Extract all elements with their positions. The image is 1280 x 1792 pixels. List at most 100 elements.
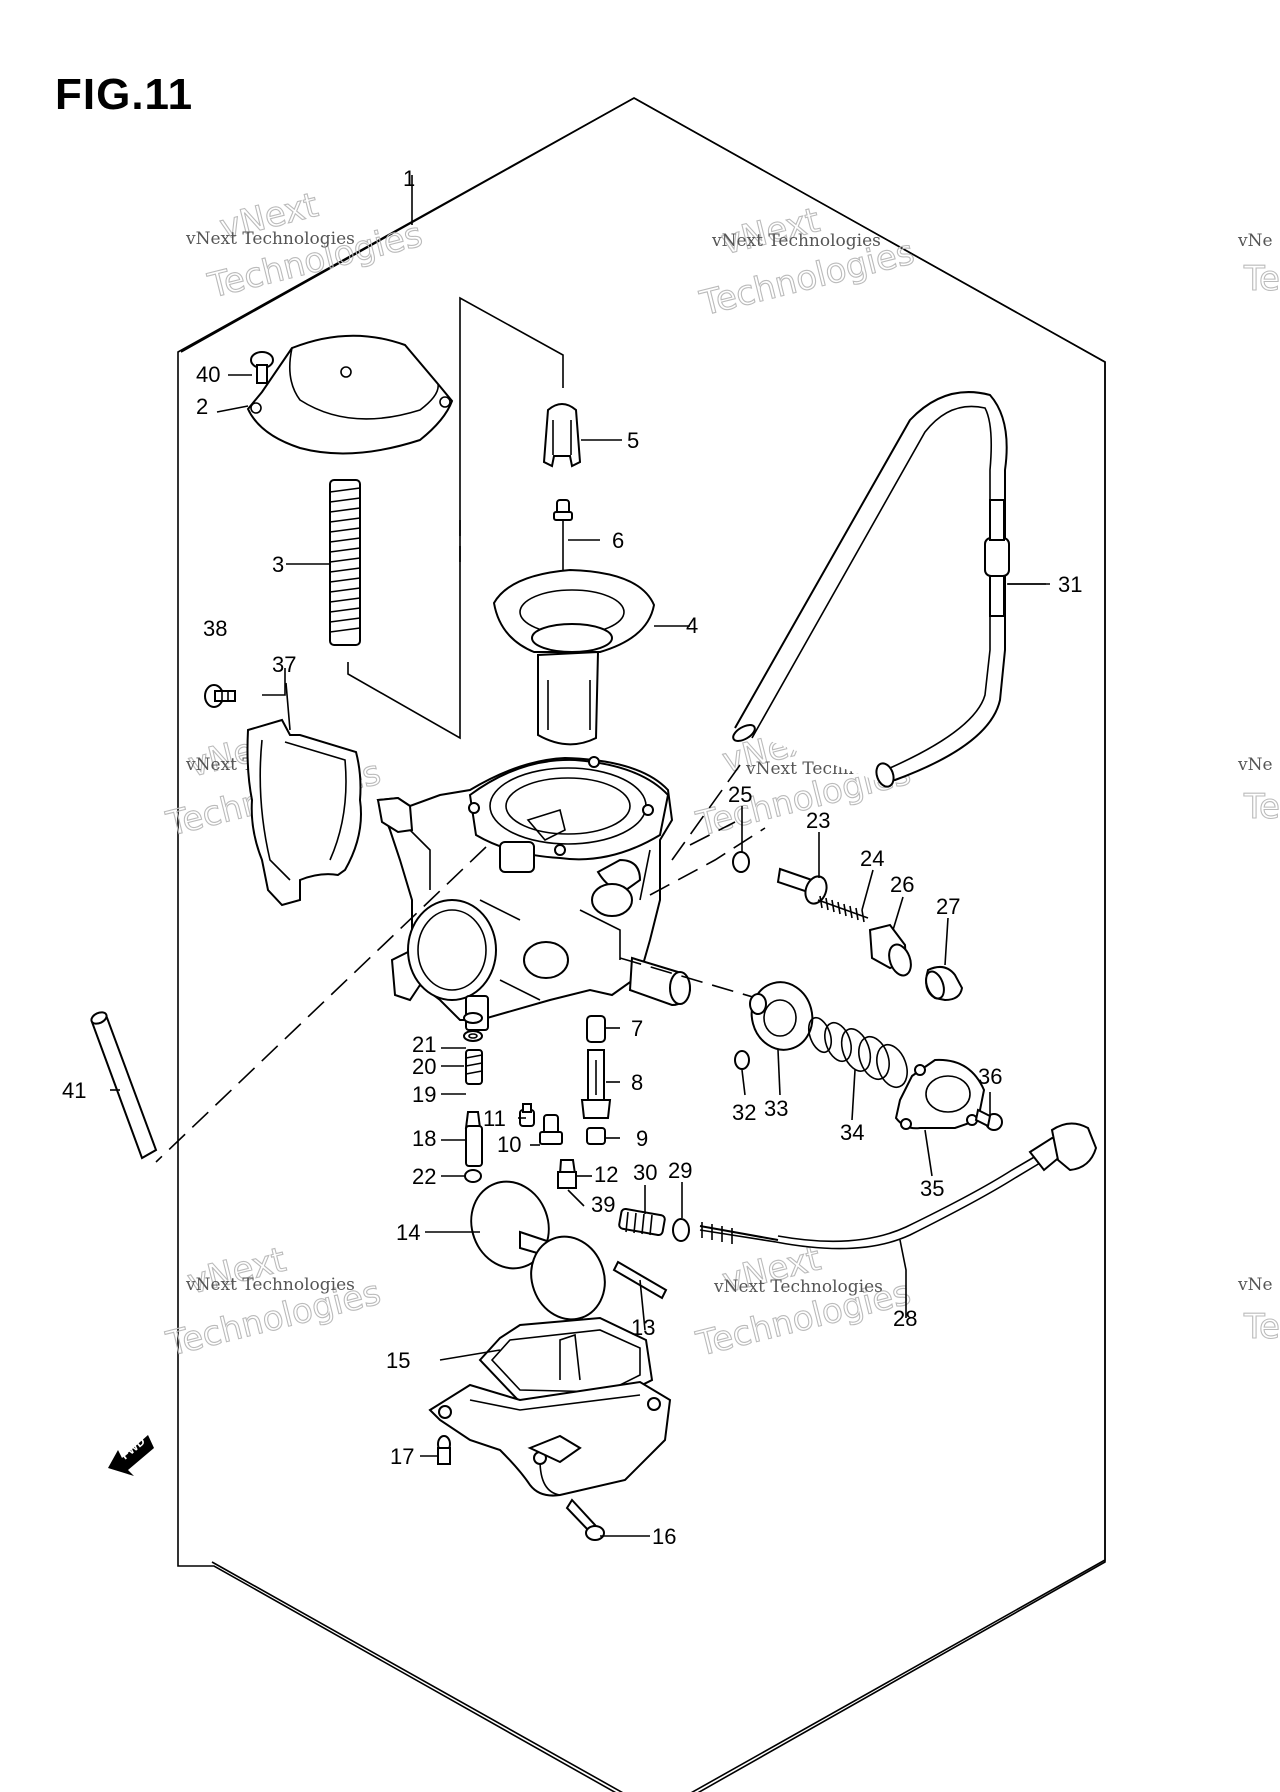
callout-31: 31 bbox=[1058, 572, 1082, 597]
part-14-float bbox=[470, 1180, 606, 1321]
callout-29: 29 bbox=[668, 1158, 692, 1183]
part-19-spring bbox=[465, 1049, 483, 1085]
part-32-seal bbox=[734, 1050, 750, 1070]
callout-34: 34 bbox=[840, 1120, 864, 1145]
callout-3: 3 bbox=[272, 552, 284, 577]
part-36-screw bbox=[974, 1108, 1003, 1131]
callout-10: 10 bbox=[497, 1132, 521, 1157]
callout-33: 33 bbox=[764, 1096, 788, 1121]
part-9-jet-holder bbox=[586, 1127, 606, 1145]
watermark-edge: vNe bbox=[1237, 231, 1273, 251]
callout-7: 7 bbox=[631, 1016, 643, 1041]
callout-15: 15 bbox=[386, 1348, 410, 1373]
callout-41: 41 bbox=[62, 1078, 86, 1103]
callout-36: 36 bbox=[978, 1064, 1002, 1089]
callout-18: 18 bbox=[412, 1126, 436, 1151]
carburetor-body bbox=[376, 756, 692, 1031]
part-12-float-valve bbox=[557, 1159, 577, 1189]
callout-37: 37 bbox=[272, 652, 296, 677]
part-40-screw bbox=[250, 351, 274, 384]
part-30-spring bbox=[618, 1207, 666, 1237]
watermark-edge: vNe bbox=[1237, 755, 1273, 775]
callout-23: 23 bbox=[806, 808, 830, 833]
watermark-text: vNext Technologies bbox=[711, 231, 881, 251]
callout-22: 22 bbox=[412, 1164, 436, 1189]
part-29-washer bbox=[672, 1218, 690, 1242]
part-33-diaphragm bbox=[749, 981, 814, 1051]
watermark-text: vNext Technologies bbox=[185, 229, 355, 249]
callout-19: 19 bbox=[412, 1082, 436, 1107]
part-21-washer bbox=[463, 1012, 483, 1024]
leader-dashed bbox=[649, 827, 766, 896]
callout-9: 9 bbox=[636, 1126, 648, 1151]
callout-38: 38 bbox=[203, 616, 227, 641]
fwd-arrow-icon: FWD bbox=[108, 1434, 154, 1476]
callout-5: 5 bbox=[627, 428, 639, 453]
leader-dashed bbox=[689, 821, 736, 846]
callout-40: 40 bbox=[196, 362, 220, 387]
part-24-spring bbox=[817, 895, 869, 923]
part-38-screw bbox=[204, 684, 236, 708]
figure-title: FIG.11 bbox=[55, 70, 194, 119]
leader-dashed bbox=[619, 957, 764, 1001]
callout-17: 17 bbox=[390, 1444, 414, 1469]
callout-20: 20 bbox=[412, 1054, 436, 1079]
callout-24: 24 bbox=[860, 846, 884, 871]
watermark-edge: Tec bbox=[1243, 1307, 1280, 1347]
part-18-pilot-screw bbox=[464, 1111, 483, 1167]
callout-11: 11 bbox=[483, 1106, 506, 1131]
callout-14: 14 bbox=[396, 1220, 420, 1245]
callout-leaders bbox=[110, 175, 1050, 1537]
callout-27: 27 bbox=[936, 894, 960, 919]
callout-8: 8 bbox=[631, 1070, 643, 1095]
group-bracket bbox=[347, 296, 564, 740]
callout-2: 2 bbox=[196, 394, 208, 419]
watermark-text: vNext Technologies bbox=[185, 1275, 355, 1295]
part-35-diaphragm-cover bbox=[894, 1058, 986, 1130]
part-2-top-cap bbox=[246, 334, 454, 455]
watermark-edge: Tec bbox=[1243, 259, 1280, 299]
part-10-jet bbox=[539, 1114, 563, 1145]
part-20-o-ring bbox=[463, 1030, 483, 1042]
part-31-vent-hose bbox=[732, 391, 1010, 788]
part-26-plug-nut bbox=[868, 923, 912, 977]
part-27-rubber-cap bbox=[925, 965, 964, 1002]
part-4-diaphragm-piston bbox=[492, 568, 656, 746]
watermark-edge: Tec bbox=[1243, 787, 1280, 827]
part-11-pilot-jet bbox=[519, 1103, 535, 1127]
assembly-outline bbox=[180, 97, 1106, 1792]
callout-28: 28 bbox=[893, 1306, 917, 1331]
part-5-needle-retainer bbox=[542, 403, 582, 468]
callout-4: 4 bbox=[686, 613, 698, 638]
part-41-drain-tube bbox=[90, 1011, 158, 1160]
callout-6: 6 bbox=[612, 528, 624, 553]
leader-dashed bbox=[671, 764, 741, 861]
part-25-o-ring bbox=[732, 851, 750, 873]
callout-30: 30 bbox=[633, 1160, 657, 1185]
part-23-adjuster-screw bbox=[776, 867, 828, 905]
leader-dashed bbox=[155, 846, 487, 1163]
part-8-needle-jet bbox=[580, 1049, 612, 1119]
part-28-throttle-cable bbox=[699, 1122, 1098, 1250]
callout-35: 35 bbox=[920, 1176, 944, 1201]
callout-1: 1 bbox=[403, 166, 415, 191]
watermark-text: vNext Technologies bbox=[713, 1277, 883, 1297]
part-34-spring bbox=[807, 1016, 908, 1089]
callout-12: 12 bbox=[594, 1162, 618, 1187]
part-17-screw bbox=[437, 1435, 451, 1465]
watermark-edge: vNe bbox=[1237, 1275, 1273, 1295]
callout-25: 25 bbox=[728, 782, 752, 807]
part-37-bracket-cover bbox=[246, 718, 362, 907]
part-7-jet bbox=[586, 1015, 606, 1043]
part-22-o-ring bbox=[464, 1169, 482, 1183]
watermark-top-center: Technologies vNext bbox=[695, 200, 919, 325]
callouts: 1 2 3 4 5 6 7 8 9 10 11 12 13 14 15 16 1… bbox=[62, 166, 1082, 1549]
callout-21: 21 bbox=[412, 1032, 436, 1057]
float-bowl bbox=[428, 1333, 672, 1497]
callout-26: 26 bbox=[890, 872, 914, 897]
callout-13: 13 bbox=[631, 1315, 655, 1340]
callout-39: 39 bbox=[591, 1192, 615, 1217]
callout-32: 32 bbox=[732, 1100, 756, 1125]
callout-16: 16 bbox=[652, 1524, 676, 1549]
